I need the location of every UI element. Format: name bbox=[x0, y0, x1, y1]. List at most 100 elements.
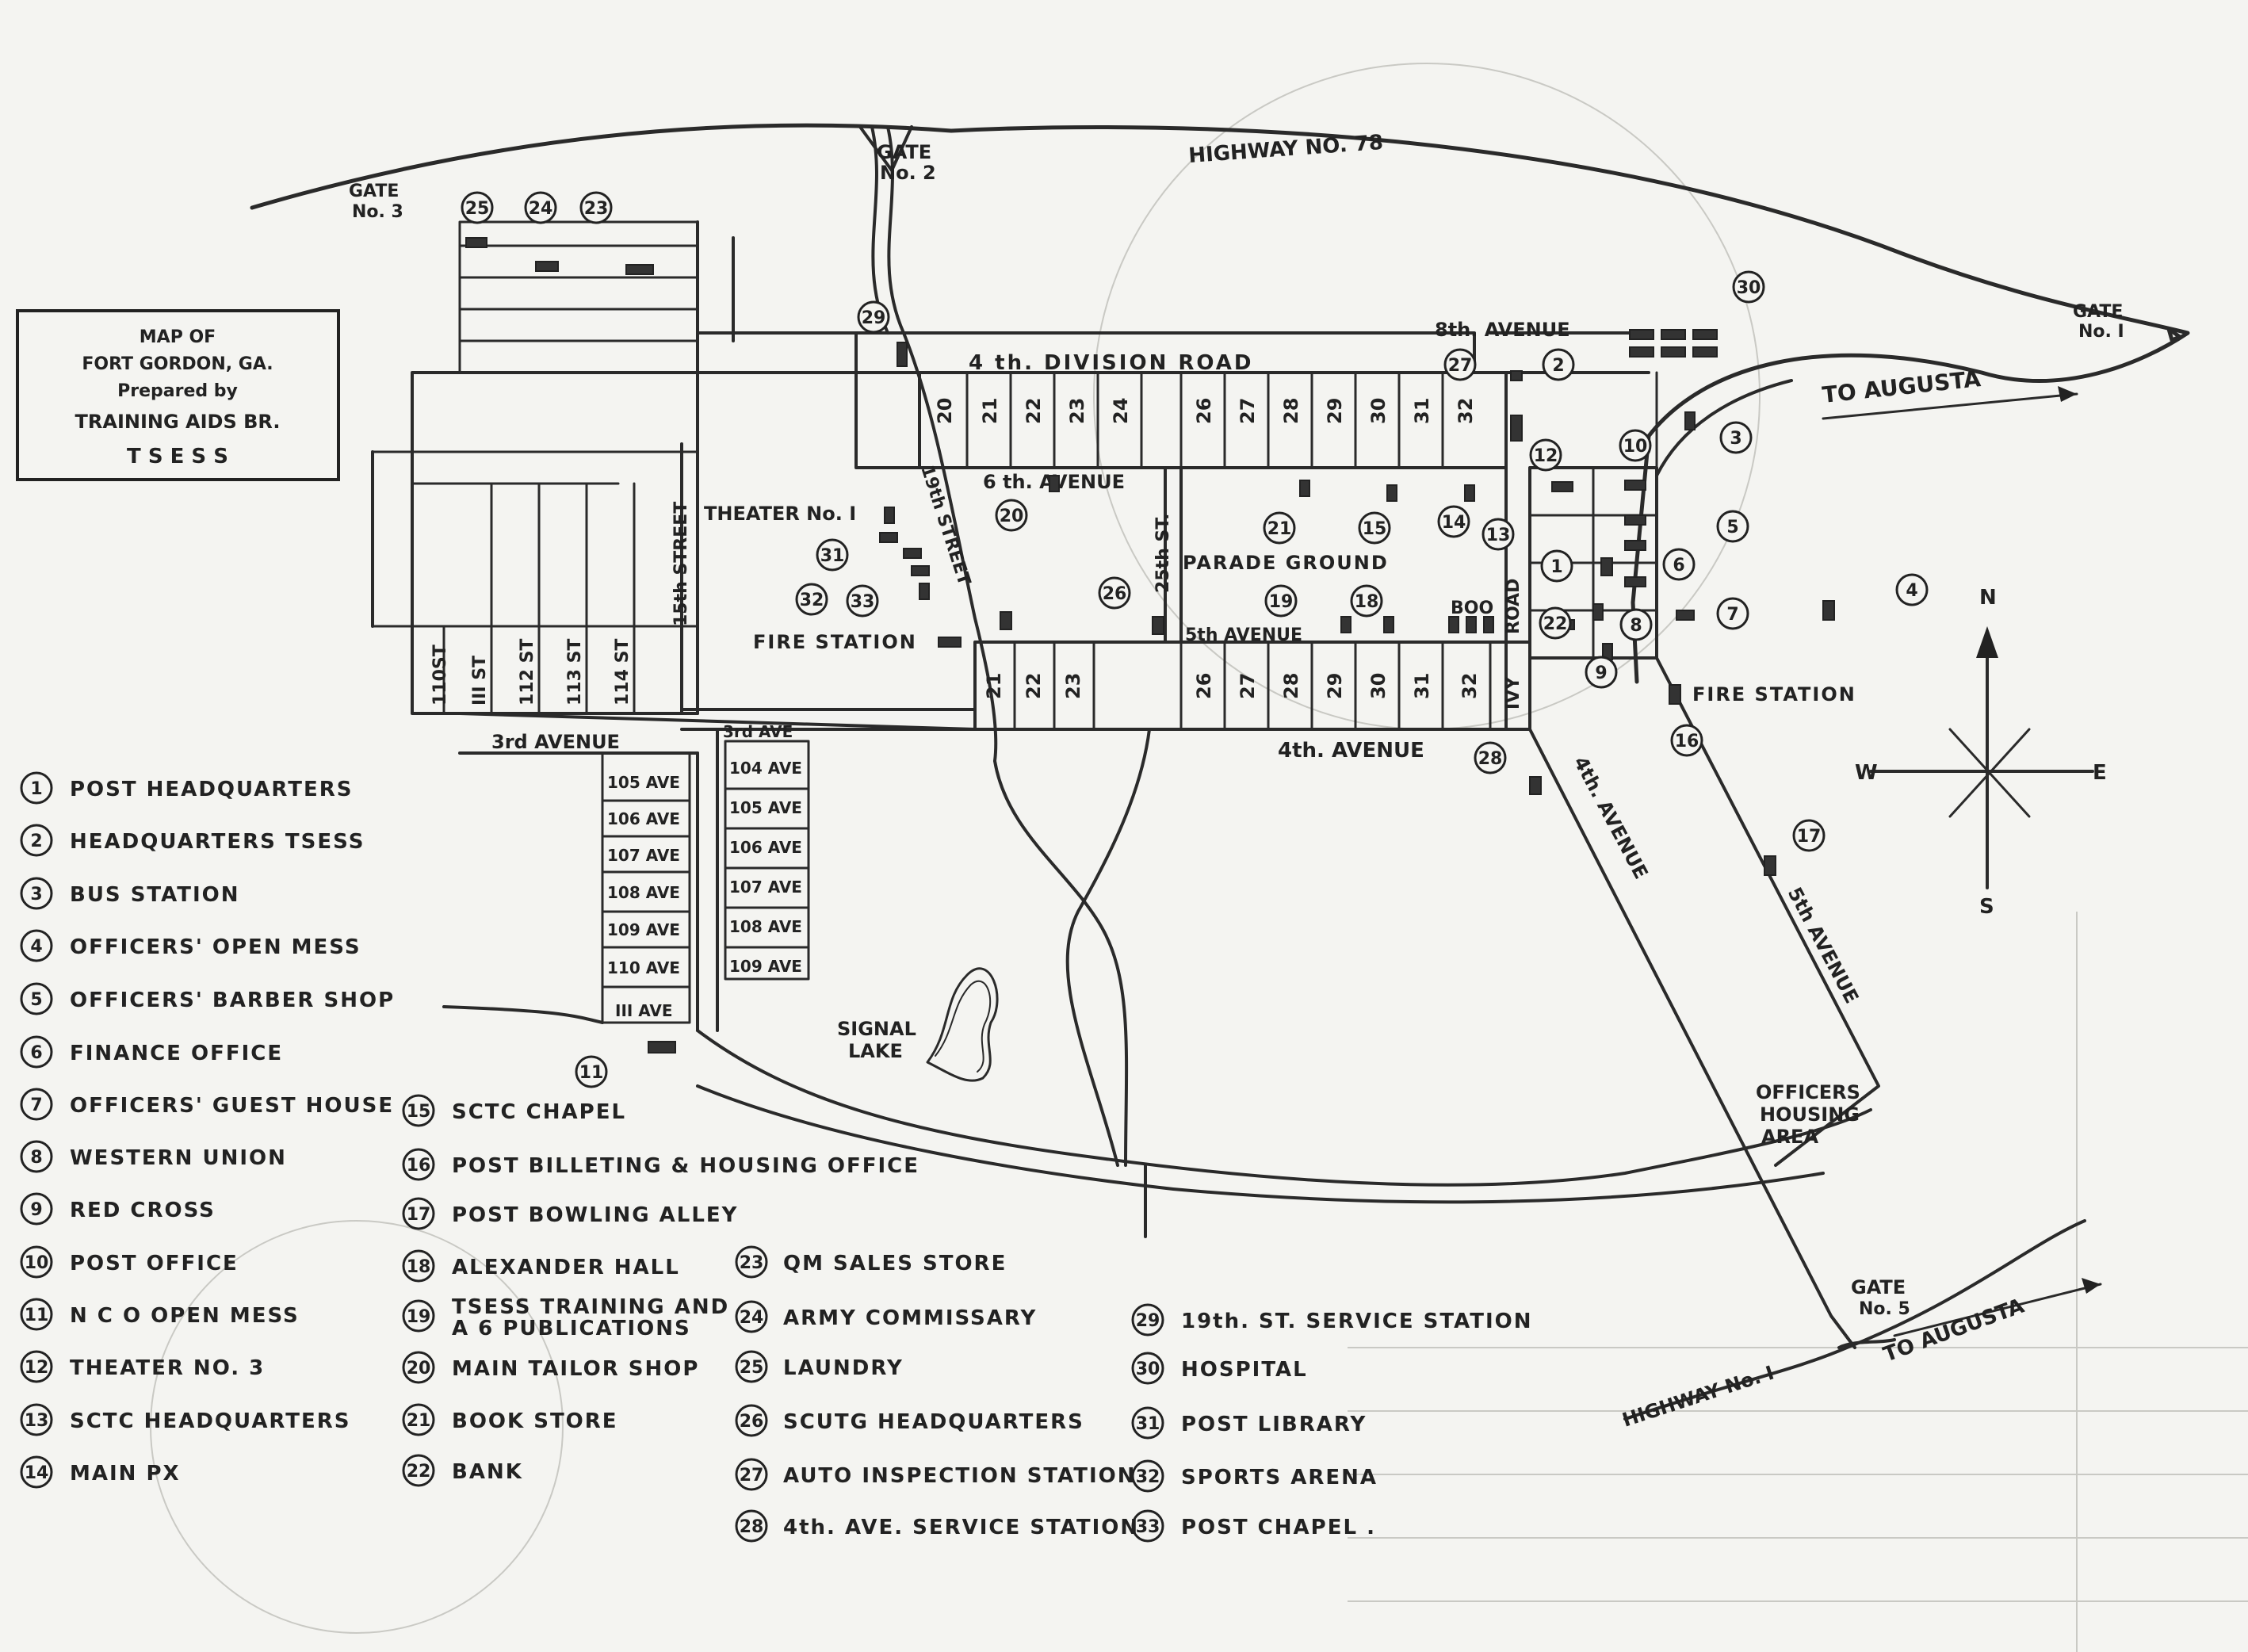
map-marker[interactable]: 13 bbox=[1481, 518, 1515, 551]
post-boundary bbox=[250, 123, 2190, 684]
street-25-label: 25th ST. bbox=[1153, 514, 1173, 593]
svg-text:11: 11 bbox=[579, 1063, 604, 1083]
map-marker[interactable]: 30 bbox=[1732, 270, 1765, 304]
svg-text:6: 6 bbox=[30, 1043, 42, 1063]
building-marker bbox=[1684, 411, 1696, 430]
building-marker bbox=[1383, 616, 1394, 633]
svg-text:23: 23 bbox=[740, 1253, 764, 1273]
gate1-label-a: GATE bbox=[2073, 302, 2123, 322]
ave-left-label: 106 AVE bbox=[607, 809, 680, 828]
ave-right-label: 106 AVE bbox=[729, 838, 802, 857]
svg-text:13: 13 bbox=[1486, 526, 1511, 545]
map-marker[interactable]: 24 bbox=[524, 191, 557, 224]
building-marker bbox=[1669, 684, 1681, 705]
svg-text:OFFICERS' GUEST HOUSE: OFFICERS' GUEST HOUSE bbox=[70, 1094, 394, 1118]
map-marker[interactable]: 21 bbox=[1263, 511, 1296, 545]
map-marker[interactable]: 10 bbox=[1619, 429, 1652, 462]
svg-text:26: 26 bbox=[1103, 584, 1127, 604]
map-marker[interactable]: 7 bbox=[1716, 597, 1749, 630]
map-marker[interactable]: 16 bbox=[1670, 724, 1703, 757]
svg-text:22: 22 bbox=[1543, 614, 1568, 634]
map-marker[interactable]: 1 bbox=[1540, 549, 1573, 583]
svg-text:10: 10 bbox=[1623, 437, 1648, 457]
svg-text:27: 27 bbox=[740, 1466, 764, 1486]
svg-text:3: 3 bbox=[30, 885, 42, 904]
third-ave-short-label: 3rd AVE bbox=[723, 722, 793, 741]
svg-text:33: 33 bbox=[851, 592, 875, 612]
svg-text:25: 25 bbox=[740, 1358, 764, 1378]
building-marker bbox=[465, 237, 487, 248]
svg-text:11: 11 bbox=[25, 1306, 49, 1325]
building-marker bbox=[1386, 484, 1397, 502]
map-marker[interactable]: 22 bbox=[1539, 606, 1572, 640]
compass-n: N bbox=[1979, 586, 1997, 610]
building-marker bbox=[1692, 346, 1718, 358]
map-marker[interactable]: 12 bbox=[1529, 438, 1562, 472]
svg-text:25: 25 bbox=[465, 199, 490, 219]
avenue-block-labels: 105 AVE 106 AVE 107 AVE 108 AVE 109 AVE … bbox=[607, 759, 802, 1020]
map-marker[interactable]: 14 bbox=[1437, 505, 1470, 538]
map-marker[interactable]: 8 bbox=[1619, 608, 1653, 641]
map-marker[interactable]: 25 bbox=[461, 191, 494, 224]
svg-text:32: 32 bbox=[1136, 1467, 1160, 1487]
svg-text:31: 31 bbox=[1136, 1414, 1160, 1434]
signal-lake-label-a: SIGNAL bbox=[837, 1018, 916, 1040]
map-marker[interactable]: 18 bbox=[1350, 584, 1383, 618]
third-ave-label: 3rd AVENUE bbox=[491, 731, 620, 753]
street-north-label: 29 bbox=[1324, 398, 1346, 424]
map-marker[interactable]: 2 bbox=[1542, 348, 1575, 381]
map-marker[interactable]: 20 bbox=[995, 499, 1028, 532]
ave-right-label: 107 AVE bbox=[729, 878, 802, 897]
map-marker[interactable]: 17 bbox=[1792, 819, 1826, 852]
gate3-label-b: No. 3 bbox=[352, 202, 403, 222]
map-marker[interactable]: 5 bbox=[1716, 510, 1749, 543]
map-marker[interactable]: 29 bbox=[857, 300, 890, 334]
map-marker[interactable]: 3 bbox=[1719, 421, 1753, 454]
building-marker bbox=[1764, 855, 1776, 876]
map-marker[interactable]: 19 bbox=[1264, 584, 1298, 618]
map-marker[interactable]: 32 bbox=[795, 583, 828, 616]
building-marker bbox=[1466, 616, 1477, 633]
map-marker[interactable]: 27 bbox=[1443, 348, 1477, 381]
building-marker bbox=[625, 264, 654, 275]
svg-text:14: 14 bbox=[25, 1463, 49, 1483]
svg-text:33: 33 bbox=[1136, 1517, 1160, 1537]
title-line3: Prepared by bbox=[117, 381, 238, 401]
svg-text:21: 21 bbox=[407, 1411, 431, 1431]
fourth-ave-label: 4th. AVENUE bbox=[1278, 739, 1424, 763]
map-marker[interactable]: 6 bbox=[1662, 548, 1696, 581]
map-marker[interactable]: 11 bbox=[575, 1055, 608, 1088]
svg-text:ARMY COMMISSARY: ARMY COMMISSARY bbox=[783, 1306, 1037, 1330]
building-marker bbox=[648, 1041, 676, 1054]
map-marker[interactable]: 26 bbox=[1098, 576, 1131, 610]
map-marker[interactable]: 33 bbox=[846, 584, 879, 618]
building-marker bbox=[1624, 576, 1646, 587]
svg-text:WESTERN UNION: WESTERN UNION bbox=[70, 1146, 287, 1170]
building-marker bbox=[911, 565, 930, 576]
svg-text:TSESS TRAINING AND: TSESS TRAINING AND bbox=[452, 1295, 729, 1319]
map-marker[interactable]: 23 bbox=[579, 191, 613, 224]
svg-text:MAIN PX: MAIN PX bbox=[70, 1462, 181, 1486]
svg-text:32: 32 bbox=[800, 591, 824, 610]
svg-text:N C O OPEN MESS: N C O OPEN MESS bbox=[70, 1304, 300, 1328]
svg-text:SCTC CHAPEL: SCTC CHAPEL bbox=[452, 1100, 626, 1124]
map-marker[interactable]: 15 bbox=[1358, 511, 1391, 545]
map-marker[interactable]: 9 bbox=[1585, 656, 1618, 689]
map-marker[interactable]: 28 bbox=[1474, 741, 1507, 774]
street-south-label: 21 bbox=[983, 673, 1005, 699]
officers-housing-label-b: HOUSING bbox=[1760, 1103, 1860, 1126]
officers-housing-label-c: AREA bbox=[1761, 1126, 1818, 1148]
street-south-label: 30 bbox=[1367, 673, 1390, 699]
map-marker[interactable]: 31 bbox=[816, 538, 849, 572]
svg-text:22: 22 bbox=[407, 1462, 431, 1482]
map-marker[interactable]: 4 bbox=[1895, 573, 1929, 606]
svg-text:HEADQUARTERS TSESS: HEADQUARTERS TSESS bbox=[70, 830, 365, 854]
svg-text:28: 28 bbox=[1478, 749, 1503, 769]
